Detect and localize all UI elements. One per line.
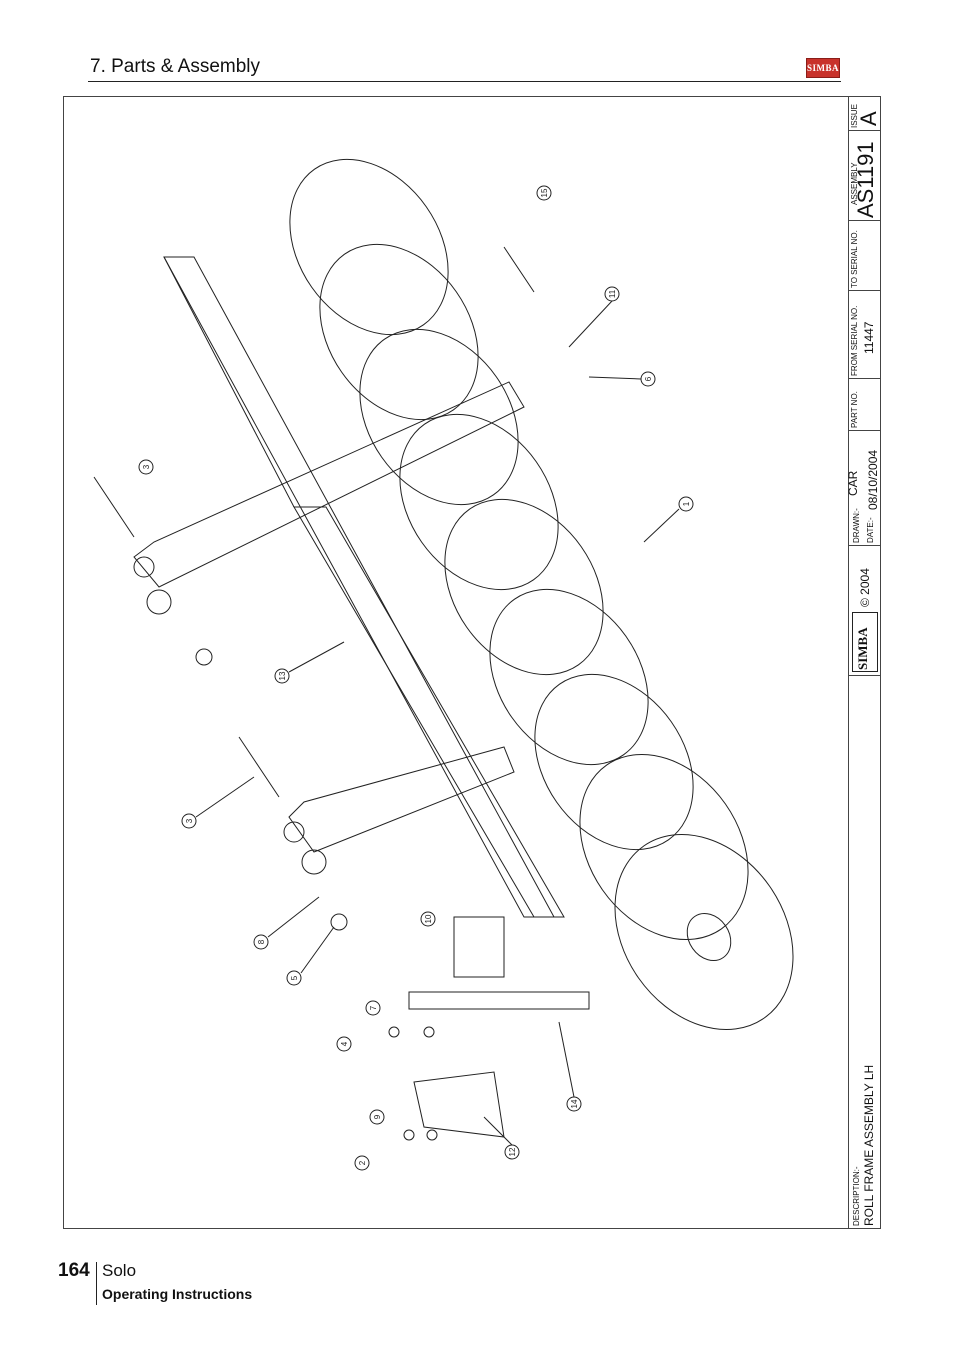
drawing-frame — [63, 96, 881, 1229]
assembly-drawing: 15 11 6 3 1 13 3 8 5 10 7 4 9 2 12 14 — [93, 158, 794, 1171]
callout-10: 10 — [424, 914, 433, 923]
date-value: 08/10/2004 — [866, 449, 880, 510]
date-label: DATE:- — [866, 517, 875, 543]
callout-7: 7 — [369, 1005, 378, 1010]
divider-logo — [848, 675, 881, 676]
divider-assembly — [848, 220, 881, 221]
description-label: DESCRIPTION:- — [852, 1166, 861, 1226]
product-name: Solo — [102, 1261, 137, 1280]
brand-logo: SIMBA — [806, 58, 840, 78]
callout-2: 2 — [358, 1160, 367, 1165]
callout-5: 5 — [290, 975, 299, 980]
callout-8: 8 — [257, 939, 266, 944]
drawn-value: CAR — [846, 470, 860, 496]
divider-from-serial — [848, 378, 881, 379]
page-number: 164 — [58, 1260, 90, 1281]
frame-beam — [163, 256, 565, 918]
callout-14: 14 — [570, 1099, 579, 1108]
callout-leaders — [138, 185, 694, 1171]
issue-value: A — [856, 111, 881, 126]
title-logo — [852, 612, 878, 672]
divider-drawn — [848, 545, 881, 546]
section-title: 7. Parts & Assembly — [90, 56, 261, 77]
header-rule — [88, 81, 841, 82]
brackets — [408, 916, 590, 1138]
callout-3b: 3 — [185, 818, 194, 823]
title-logo-text: SIMBA — [855, 627, 870, 670]
divider-to-serial — [848, 290, 881, 291]
footer-subtitle: Operating Instructions — [102, 1286, 253, 1302]
from-serial-value: 11447 — [862, 321, 876, 354]
callout-6: 6 — [644, 376, 653, 381]
assembly-value: AS1191 — [853, 141, 878, 218]
callout-3a: 3 — [142, 464, 151, 469]
to-serial-label: TO SERIAL NO. — [850, 230, 859, 288]
description-value: ROLL FRAME ASSEMBLY LH — [862, 1064, 876, 1226]
footer-divider — [96, 1262, 97, 1305]
callout-1: 1 — [682, 501, 691, 506]
callout-9: 9 — [373, 1114, 382, 1119]
from-serial-label: FROM SERIAL NO. — [850, 305, 859, 376]
roll-discs — [289, 158, 794, 1030]
callout-12: 12 — [508, 1147, 517, 1156]
part-no-label: PART NO. — [850, 391, 859, 428]
callout-4: 4 — [340, 1041, 349, 1046]
copyright: © 2004 — [858, 568, 872, 607]
title-block — [848, 96, 881, 1229]
callout-13: 13 — [278, 671, 287, 680]
callout-15: 15 — [540, 188, 549, 197]
callout-11: 11 — [608, 289, 617, 298]
bolts — [93, 246, 535, 1141]
divider-part-no — [848, 430, 881, 431]
pivot-arms — [133, 381, 525, 875]
drawn-label: DRAWN:- — [852, 508, 861, 543]
divider-issue — [848, 130, 881, 131]
